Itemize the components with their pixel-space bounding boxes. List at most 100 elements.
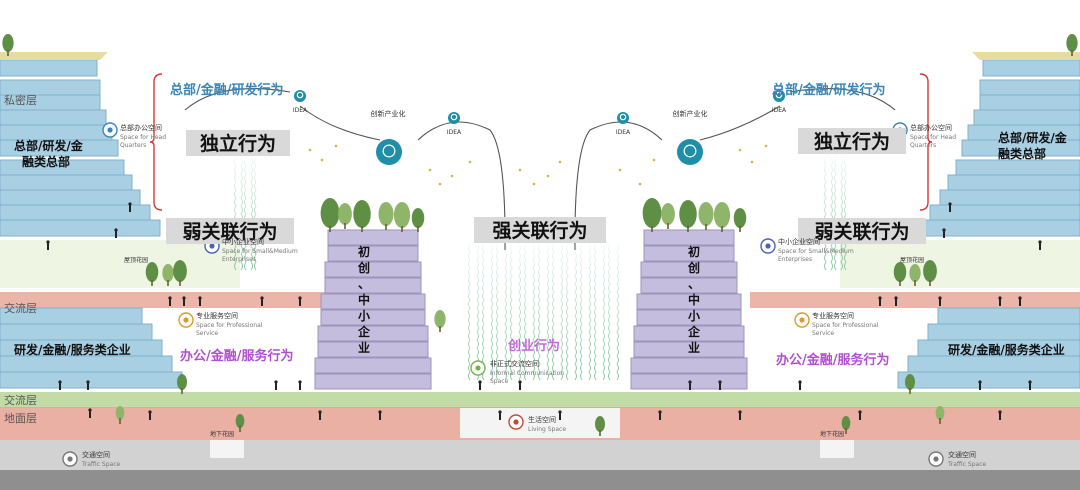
sparkle-16	[468, 160, 472, 164]
startup-right-char-2: 、	[688, 277, 700, 291]
person-20-body	[1029, 383, 1031, 390]
underground-garden-right: 地下花园	[820, 430, 844, 438]
label-weak-right-box	[798, 218, 926, 244]
left-tower-floor-3	[0, 109, 107, 127]
right-roof-garden-level	[840, 240, 1080, 288]
person-32-body	[1039, 243, 1041, 250]
person-22	[148, 410, 152, 414]
tree-0	[320, 198, 340, 228]
idea-bulb-mid-left-icon	[448, 112, 460, 124]
strong-wave-0	[468, 243, 471, 381]
label-right-hq-2: 融类总部	[998, 146, 1046, 161]
innovation-label-left: 创新产业化	[371, 109, 406, 118]
tree-0-trunk	[329, 226, 331, 232]
person-22-body	[149, 413, 151, 420]
right-podium-floor-3	[907, 355, 1080, 373]
person-1-body	[183, 299, 185, 306]
person-12	[274, 380, 278, 384]
traffic-space-left-cn: 交通空间	[82, 450, 110, 459]
traffic-space-right-icon-dot	[933, 456, 939, 462]
tree-17-trunk	[929, 280, 931, 286]
roof-garden-right: 屋顶花园	[900, 256, 924, 264]
innovation-bulb-right-icon	[677, 139, 703, 165]
sparkle-5	[450, 174, 454, 178]
exchange-layer-band	[0, 392, 1080, 408]
strong-wave-13	[560, 243, 563, 381]
person-24	[378, 410, 382, 414]
person-26-body	[559, 413, 561, 420]
person-3-body	[261, 299, 263, 306]
person-13-body	[299, 383, 301, 390]
tree-7	[661, 203, 675, 225]
right-tower-roof	[972, 52, 1080, 60]
label-strong: 强关联行为	[492, 219, 587, 242]
label-strong-box	[474, 217, 606, 243]
tree-3	[378, 202, 394, 226]
person-17	[718, 380, 722, 384]
tree-8	[679, 200, 697, 228]
tree-21	[2, 34, 14, 52]
left-tower-floor-0	[0, 59, 98, 77]
idea-bulb-mid-right-icon	[617, 112, 629, 124]
person-32	[1038, 240, 1042, 244]
label-ground: 地面层	[4, 412, 37, 425]
person-34	[942, 228, 946, 232]
prof-space-left-cn: 专业服务空间	[196, 311, 238, 320]
startup-tower-right-floor-7	[633, 341, 745, 358]
sparkle-0	[308, 148, 312, 152]
informal-space-icon-dot	[475, 365, 481, 371]
tree-9	[698, 202, 714, 226]
sparkle-1	[320, 158, 324, 162]
person-26	[558, 410, 562, 414]
label-private-floor: 私密层	[4, 93, 37, 107]
tree-9-trunk	[705, 224, 707, 230]
label-startup-behavior: 创业行为	[507, 338, 560, 354]
tree-23-trunk	[239, 426, 241, 432]
startup-left-char-0: 初	[358, 244, 370, 259]
strong-wave-1	[476, 243, 479, 381]
strong-wave-16	[580, 243, 583, 381]
person-2	[198, 296, 202, 300]
right-tower-floor-8	[939, 189, 1080, 207]
sparkle-11	[652, 158, 656, 162]
tree-17	[923, 260, 937, 282]
left-podium-floor-1	[0, 323, 153, 341]
tree-22	[1066, 34, 1078, 52]
startup-left-char-5: 企	[357, 324, 371, 339]
person-9-body	[1019, 299, 1021, 306]
tree-16-trunk	[914, 280, 916, 286]
tree-27-trunk	[939, 418, 941, 424]
tree-10-trunk	[721, 226, 723, 232]
person-8	[998, 296, 1002, 300]
sme-space-right-en-0: Space for Small&Medium	[778, 248, 854, 255]
person-14	[478, 380, 482, 384]
startup-tower-left-floor-0	[327, 229, 419, 246]
startup-right-char-0: 初	[688, 244, 700, 259]
label-left-hq-2: 融类总部	[22, 154, 70, 169]
living-space-cn: 生活空间	[528, 415, 556, 424]
startup-tower-left-floor-8	[314, 357, 432, 374]
right-podium-floor-4	[897, 371, 1080, 389]
tree-19-trunk	[439, 326, 441, 332]
idea-bulb-mid-left-icon-glyph	[450, 113, 458, 121]
right-wave-4	[844, 157, 847, 271]
tree-2	[353, 200, 371, 228]
sparkle-6	[518, 168, 522, 172]
right-podium-floor-1	[927, 323, 1080, 341]
arrow-left-idea	[299, 105, 381, 141]
tree-26	[115, 406, 125, 420]
label-hq-behavior-right: 总部/金融/研发行为	[772, 82, 886, 98]
right-wave-1	[830, 157, 833, 271]
person-29-body	[859, 413, 861, 420]
label-independent-left-box	[186, 130, 290, 156]
strong-wave-3	[490, 243, 493, 381]
arrow-right-hq	[789, 88, 896, 111]
startup-left-char-1: 创	[357, 260, 370, 275]
label-independent-right-box	[798, 128, 906, 154]
label-independent-left: 独立行为	[200, 132, 276, 155]
innovation-bulb-left-icon	[376, 139, 402, 165]
sunken-garden-0	[210, 440, 244, 458]
tree-15-trunk	[899, 280, 901, 286]
person-21	[88, 408, 92, 412]
